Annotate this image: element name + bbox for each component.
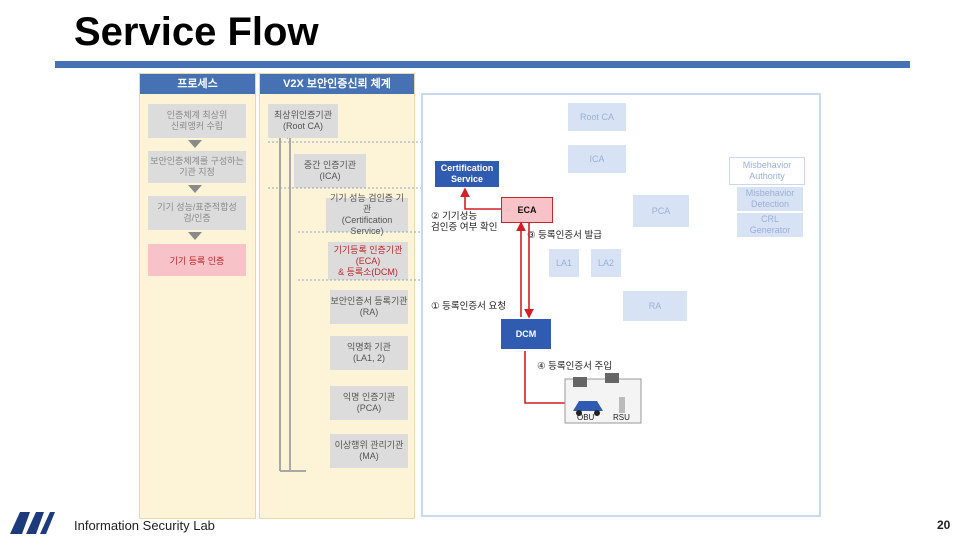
dku-logo <box>10 512 55 534</box>
rsu-label: RSU <box>613 413 630 422</box>
root-ca-node: Root CA <box>568 103 626 131</box>
process-panel-header: 프로세스 <box>140 74 255 94</box>
process-step-4: 기기 등록 인증 <box>148 244 246 276</box>
ma-node: Misbehavior Authority <box>729 157 805 185</box>
la-box: 익명화 기관 (LA1, 2) <box>330 336 408 370</box>
v2x-diagram: Root CA ICA Certification Service ECA PC… <box>421 93 821 517</box>
step-4-label: ④ 등록인증서 주입 <box>537 361 612 372</box>
crl-node: CRL Generator <box>737 213 803 237</box>
process-step-2: 보안인증체계를 구성하는 기관 지정 <box>148 151 246 183</box>
obu-label: OBU <box>577 413 595 422</box>
ra-box: 보안인증서 등록기관 (RA) <box>330 290 408 324</box>
process-step-3: 기기 성능/표준적합성 검/인증 <box>148 196 246 230</box>
ica-node: ICA <box>568 145 626 173</box>
ma-box: 이상행위 관리기관 (MA) <box>330 434 408 468</box>
pca-box: 익명 인증기관 (PCA) <box>330 386 408 420</box>
step-1-label: ① 등록인증서 요청 <box>431 301 506 312</box>
system-panel-header: V2X 보안인증신뢰 체계 <box>260 74 414 94</box>
pca-node: PCA <box>633 195 689 227</box>
eca-node: ECA <box>501 197 553 223</box>
la2-node: LA2 <box>591 249 621 277</box>
dotted-connectors <box>268 141 423 281</box>
root-ca-box: 최상위인증기관 (Root CA) <box>268 104 338 138</box>
eca-dcm-box: 기기등록 인증기관 (ECA) & 등록소(DCM) <box>328 242 408 280</box>
step-3-label: ③ 등록인증서 발급 <box>527 230 602 241</box>
step-2-label: ② 기기성능 검인증 여부 확인 <box>431 211 498 233</box>
process-panel: 프로세스 인증체계 최상위 신뢰앵커 수립 보안인증체계를 구성하는 기관 지정… <box>139 73 256 519</box>
page-number: 20 <box>937 518 951 532</box>
system-panel: V2X 보안인증신뢰 체계 최상위인증기관 (Root CA) 중간 인증기관 … <box>259 73 415 519</box>
process-step-1: 인증체계 최상위 신뢰앵커 수립 <box>148 104 246 138</box>
dcm-node: DCM <box>501 319 551 349</box>
flow-arrows <box>460 187 642 424</box>
arrow-down-icon <box>188 232 202 240</box>
arrow-down-icon <box>188 140 202 148</box>
arrow-down-icon <box>188 185 202 193</box>
ra-node: RA <box>623 291 687 321</box>
la1-node: LA1 <box>549 249 579 277</box>
certification-service-node: Certification Service <box>435 161 499 187</box>
footer-lab-name: Information Security Lab <box>74 518 215 533</box>
ica-box: 중간 인증기관 (ICA) <box>294 154 366 188</box>
page-title: Service Flow <box>74 10 319 54</box>
device-area <box>564 373 642 424</box>
title-underline <box>55 61 910 68</box>
md-node: Misbehavior Detection <box>737 187 803 211</box>
certification-service-box: 기기 성능 검인증 기관 (Certification Service) <box>326 193 408 236</box>
